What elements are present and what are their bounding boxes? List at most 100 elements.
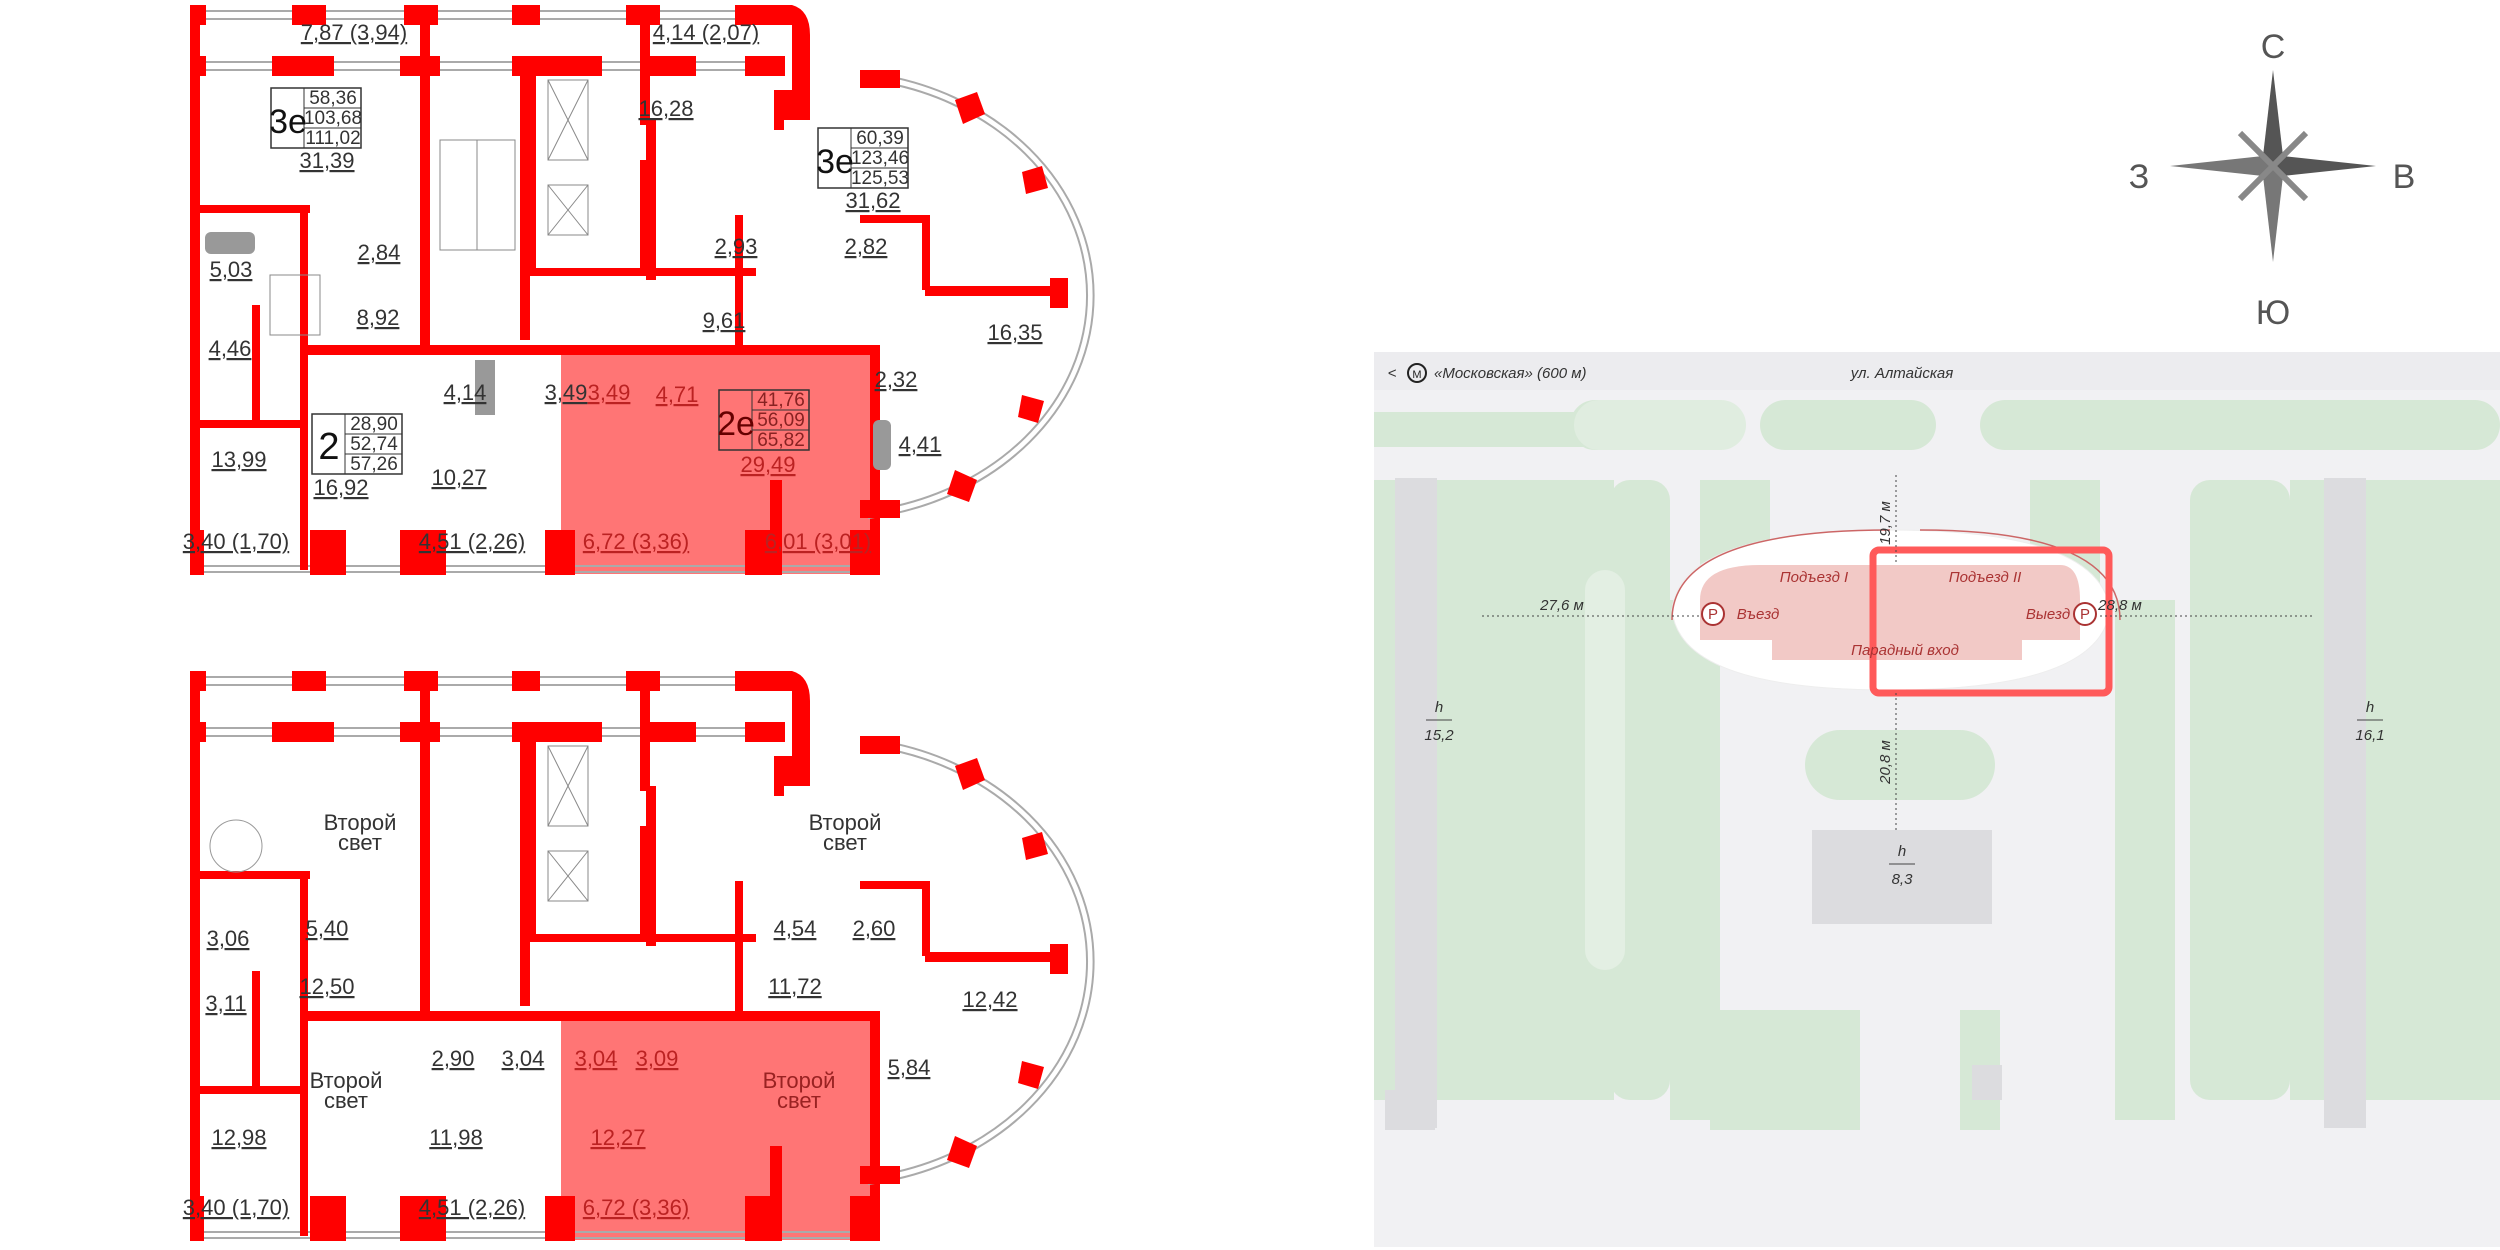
apartment-area-value: 58,36 (309, 88, 357, 109)
street (1374, 352, 2500, 390)
apartment-area-value: 28,90 (350, 414, 398, 435)
room-area-label: 31,62 (845, 188, 900, 213)
room-area-label: 3,04 (502, 1046, 545, 1071)
room-area-label: 29,49 (740, 452, 795, 477)
parking-symbol: P (2080, 606, 2090, 623)
apartment-area-value: 41,76 (757, 390, 805, 411)
room-area-label: 2,60 (853, 916, 896, 941)
room-area-label: 13,99 (211, 447, 266, 472)
highlighted-apartment-area[interactable] (561, 348, 872, 574)
compass-east-arrow (2273, 156, 2376, 176)
street-name: ул. Алтайская (1850, 365, 1954, 382)
room-area-label: 4,51 (2,26) (419, 1195, 525, 1220)
room-area-label: 11,98 (429, 1125, 482, 1150)
room-area-label: 3,04 (575, 1046, 618, 1071)
distance-south: 20,8 м (1877, 740, 1894, 785)
double-height-label: Второй (324, 810, 397, 835)
apartment-area-value: 56,09 (757, 410, 805, 431)
selected-section-frame[interactable] (1869, 546, 2113, 697)
room-area-label: 4,41 (899, 432, 942, 457)
room-area-label: 12,42 (962, 987, 1017, 1012)
upper-floor-plan: 7,87 (3,94)4,14 (2,07)31,3916,2831,622,8… (183, 4, 1095, 576)
bathtub-icon (205, 232, 255, 254)
room-area-label: 6,01 (3,01) (765, 529, 871, 554)
apartment-area-value: 125,53 (851, 168, 909, 189)
room-area-label: 3,49 (545, 380, 588, 405)
height-symbol: h (1898, 843, 1906, 860)
room-area-label: 5,84 (888, 1055, 931, 1080)
apartment-area-value: 52,74 (350, 434, 398, 455)
room-area-label: 31,39 (299, 148, 354, 173)
room-area-label: 5,03 (210, 257, 253, 282)
compass-east-label: В (2393, 158, 2416, 196)
room-area-label: 16,28 (638, 96, 693, 121)
apartment-type: 2е (717, 405, 755, 443)
double-height-label: свет (823, 830, 867, 855)
room-area-label: 3,40 (1,70) (183, 529, 289, 554)
apartment-area-value: 111,02 (305, 128, 360, 149)
room-area-label: 9,61 (703, 308, 746, 333)
neighbor-building (1385, 478, 2366, 1130)
compass-west-arrow (2170, 156, 2273, 176)
room-area-label: 10,27 (431, 465, 486, 490)
compass-south-arrow (2263, 166, 2283, 262)
height-symbol: h (1435, 699, 1443, 716)
room-area-label: 16,35 (987, 320, 1042, 345)
apartment-area-value: 57,26 (350, 454, 398, 475)
room-area-label: 5,40 (306, 916, 349, 941)
double-height-label: Второй (809, 810, 882, 835)
room-area-label: 3,09 (636, 1046, 679, 1071)
room-area-label: 4,71 (656, 382, 699, 407)
height-symbol: h (2366, 699, 2374, 716)
entry-label: Въезд (1737, 606, 1780, 623)
room-area-label: 4,51 (2,26) (419, 529, 525, 554)
entrance-2-label: Подъезд II (1949, 569, 2022, 586)
compass-west-label: З (2129, 158, 2150, 196)
metro-station-label[interactable]: «Московская» (600 м) (1434, 365, 1587, 382)
room-area-label: 12,98 (211, 1125, 266, 1150)
height-east: 16,1 (2355, 727, 2384, 744)
parking-icon (1701, 602, 1725, 626)
room-area-label: 12,50 (299, 974, 354, 999)
room-area-label: 4,14 (444, 380, 487, 405)
double-height-label: свет (338, 830, 382, 855)
parking-icon (2073, 602, 2097, 626)
parking-symbol: P (1708, 606, 1718, 623)
compass-south-label: Ю (2256, 294, 2290, 332)
room-area-label: 3,40 (1,70) (183, 1195, 289, 1220)
room-area-label: 12,27 (590, 1125, 645, 1150)
stairs-icon (269, 274, 321, 336)
room-area-label: 16,92 (313, 475, 368, 500)
site-map: 27,6 м 28,8 м 19,7 м 20,8 м h 15,2 h 16,… (1374, 352, 2500, 1247)
room-area-label: 4,54 (774, 916, 817, 941)
height-west: 15,2 (1424, 727, 1454, 744)
double-height-label: Второй (763, 1068, 836, 1093)
apartment-area-value: 65,82 (757, 430, 805, 451)
double-height-label: свет (777, 1088, 821, 1113)
distance-west: 27,6 м (1539, 597, 1584, 614)
room-area-label: 6,72 (3,36) (583, 529, 689, 554)
double-height-label: свет (324, 1088, 368, 1113)
highlighted-apartment-area[interactable] (561, 1014, 872, 1240)
apartment-area-value: 103,68 (304, 108, 362, 129)
compass: С З В Ю (2129, 28, 2416, 332)
bathtub-icon (873, 420, 891, 470)
room-area-label: 2,84 (358, 240, 401, 265)
room-area-label: 11,72 (768, 974, 821, 999)
compass-north-label: С (2261, 28, 2286, 66)
back-chevron-icon[interactable]: < (1388, 365, 1397, 382)
room-area-label: 2,90 (432, 1046, 475, 1071)
metro-icon-glyph: M (1412, 369, 1421, 381)
room-area-label: 2,93 (715, 234, 758, 259)
height-south: 8,3 (1892, 871, 1914, 888)
apartment-type: 3е (269, 103, 307, 141)
elevator-icon (547, 745, 589, 902)
room-area-label: 3,11 (205, 991, 246, 1016)
exit-label: Выезд (2026, 606, 2070, 623)
main-entrance-label: Парадный вход (1851, 642, 1959, 659)
